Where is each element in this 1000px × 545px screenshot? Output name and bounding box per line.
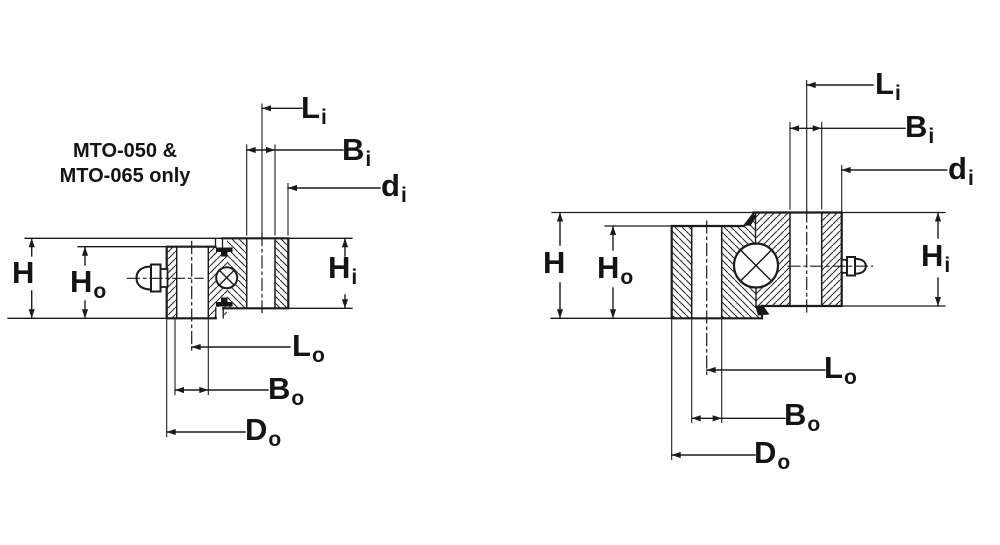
- right-top-seal: [745, 215, 757, 226]
- model-note-line2: MTO-065 only: [59, 165, 191, 187]
- left-dimension-lines: [7, 103, 381, 438]
- right-inner-ring-hatch-band: [821, 212, 842, 306]
- left-seal-gap-bottom: [215, 307, 224, 320]
- right-outer-ring-hatch-band: [671, 226, 692, 319]
- right-label-h: H: [543, 245, 566, 280]
- left-dimension-arrows: [28, 105, 349, 436]
- model-note: MTO-050 & MTO-065 only: [50, 139, 200, 189]
- right-diagram: [550, 79, 948, 461]
- left-centerlines: [126, 232, 263, 352]
- left-bearing-cross-section: [126, 232, 290, 352]
- left-outer-ring-hatch-band: [166, 246, 177, 319]
- right-dimension-arrows: [556, 81, 942, 459]
- left-label-h: H: [12, 255, 35, 290]
- left-bottom-seal: [216, 297, 233, 307]
- left-seal-gap-top: [215, 236, 223, 248]
- right-dimension-lines: [550, 79, 948, 461]
- left-top-seal: [216, 247, 233, 257]
- left-diagram: [7, 103, 381, 438]
- right-centerlines: [706, 209, 874, 376]
- right-ball-icon: [732, 242, 780, 289]
- model-note-line1: MTO-050 &: [72, 140, 178, 162]
- left-ball-icon: [215, 266, 239, 290]
- left-inner-ring-hatch-band: [275, 238, 289, 309]
